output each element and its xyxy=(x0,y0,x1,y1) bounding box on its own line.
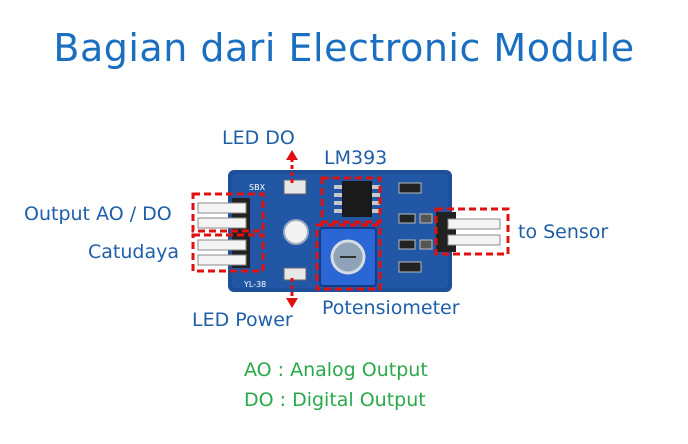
label-led-power: LED Power xyxy=(192,309,293,331)
highlight-potensiometer xyxy=(315,223,382,291)
lm393-chip xyxy=(342,181,372,217)
highlight-to-sensor xyxy=(434,207,510,256)
pcb-board: SBX YL-38 xyxy=(197,170,501,292)
board-sbx-text: SBX xyxy=(249,183,266,192)
legend-ao: AO : Analog Output xyxy=(244,359,428,381)
label-lm393: LM393 xyxy=(324,147,388,169)
label-potensiometer: Potensiometer xyxy=(322,297,460,319)
led-power-component xyxy=(283,267,307,281)
left-header-pins xyxy=(197,198,250,268)
resistors xyxy=(398,182,433,273)
label-led-do: LED DO xyxy=(222,127,295,149)
led-do-component xyxy=(283,179,307,195)
highlight-output-ao-do xyxy=(191,192,265,233)
highlight-boxes xyxy=(191,176,510,291)
board-model-text: YL-38 xyxy=(243,280,266,289)
label-catudaya: Catudaya xyxy=(88,241,179,263)
right-header-pins xyxy=(436,212,501,252)
highlight-lm393 xyxy=(320,176,382,224)
label-output-ao-do: Output AO / DO xyxy=(24,203,172,225)
label-to-sensor: to Sensor xyxy=(518,221,609,243)
highlight-catudaya xyxy=(191,233,265,273)
legend-do: DO : Digital Output xyxy=(244,389,426,411)
page-title: Bagian dari Electronic Module xyxy=(53,26,635,70)
mounting-hole xyxy=(283,219,309,245)
led-power-arrow xyxy=(286,278,298,308)
led-do-arrow xyxy=(286,150,298,183)
